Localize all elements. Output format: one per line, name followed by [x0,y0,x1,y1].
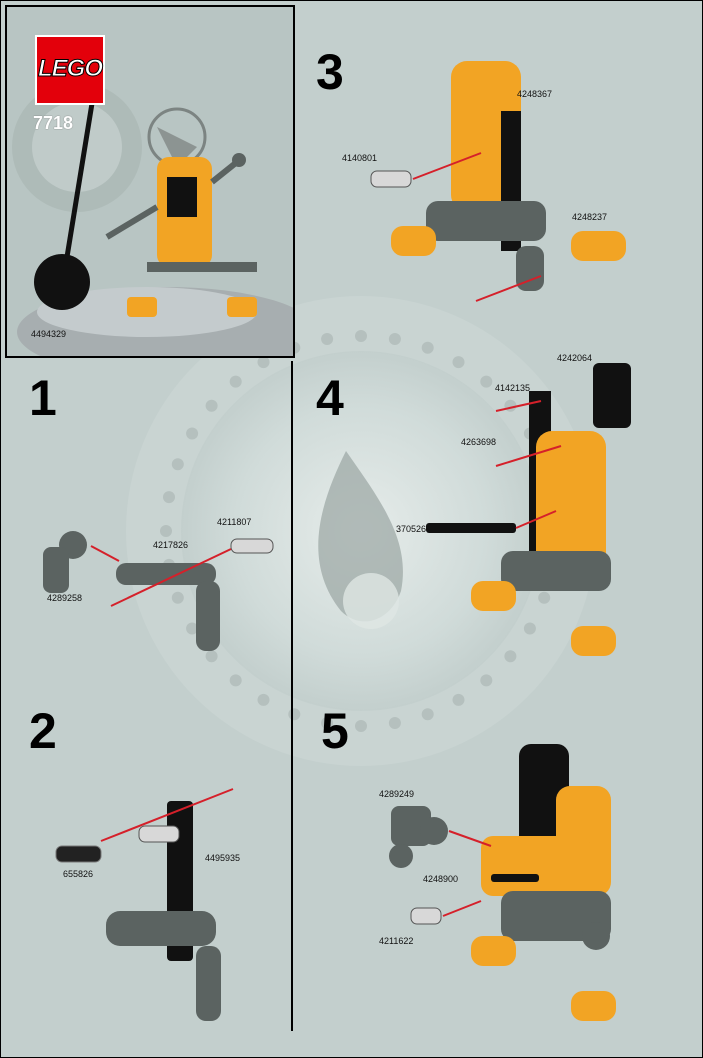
step-4-part-1: 4242064 [557,353,593,363]
step-3-part-2: 4140801 [342,153,378,163]
divider-vertical [291,361,293,1031]
orb-dot [321,333,334,345]
step-4-part-2: 4142135 [495,383,531,393]
step-1-number: 1 [29,370,57,426]
orb-dot [171,458,184,471]
step-1-part-2: 4217826 [153,540,189,550]
step-4-number: 4 [316,370,344,426]
orb-dot [257,356,270,369]
orb-dot [421,341,434,354]
step-3-illustration [370,61,626,302]
step-5-part-3: 4211622 [379,936,414,946]
step-5-part-2: 4248900 [423,874,459,884]
step-1-part-1: 4211807 [217,517,252,527]
step-1-illustration [43,531,274,651]
orb-dot [160,525,172,537]
orb-dot [480,375,493,388]
step-3-part-1: 4248367 [517,89,553,99]
step-1-part-3: 4289258 [47,593,83,603]
orb-dot [257,693,270,706]
orb-dot [163,491,175,504]
orb-dot [355,330,367,342]
step-4-illustration [426,363,631,656]
orb-dot [205,650,218,663]
lego-logo: LEGO [35,35,105,105]
orb-dot [205,399,218,412]
step-3-part-3: 4248237 [572,212,608,222]
set-number: 7718 [33,113,74,133]
orb-dot [388,333,401,345]
orb-dot [186,427,199,440]
orb-dot [171,591,184,604]
orb-dot [452,693,465,706]
step-2-illustration [55,788,234,1021]
orb-dot [421,708,434,721]
cover-illustration [12,41,293,356]
lego-logo-text: LEGO [37,55,103,83]
orb-dot [229,375,242,388]
orb-dot [523,622,536,635]
step-3-number: 3 [316,44,344,100]
orb-dot [186,622,199,635]
step-5-number: 5 [321,703,349,759]
step-4-part-3: 4263698 [461,437,497,447]
orb-dot [229,674,242,687]
orb-dot [538,591,551,604]
orb-dot [452,356,465,369]
orb-dot [355,720,367,732]
orb-dot [480,674,493,687]
step-2-part-2: 4495935 [205,853,241,863]
cover-panel: LEGO 7718 4494329 [5,5,295,358]
step-4-part-4: 370526 [396,524,427,534]
step-5-illustration [389,744,616,1021]
orb-dot [388,717,401,729]
orb-dot [321,717,334,729]
step-5-part-1: 4289249 [379,789,415,799]
booklet-code: 4494329 [31,329,67,339]
step-2-part-1: 655826 [63,869,94,879]
step-2-number: 2 [29,703,57,759]
orb-dot [504,650,517,663]
